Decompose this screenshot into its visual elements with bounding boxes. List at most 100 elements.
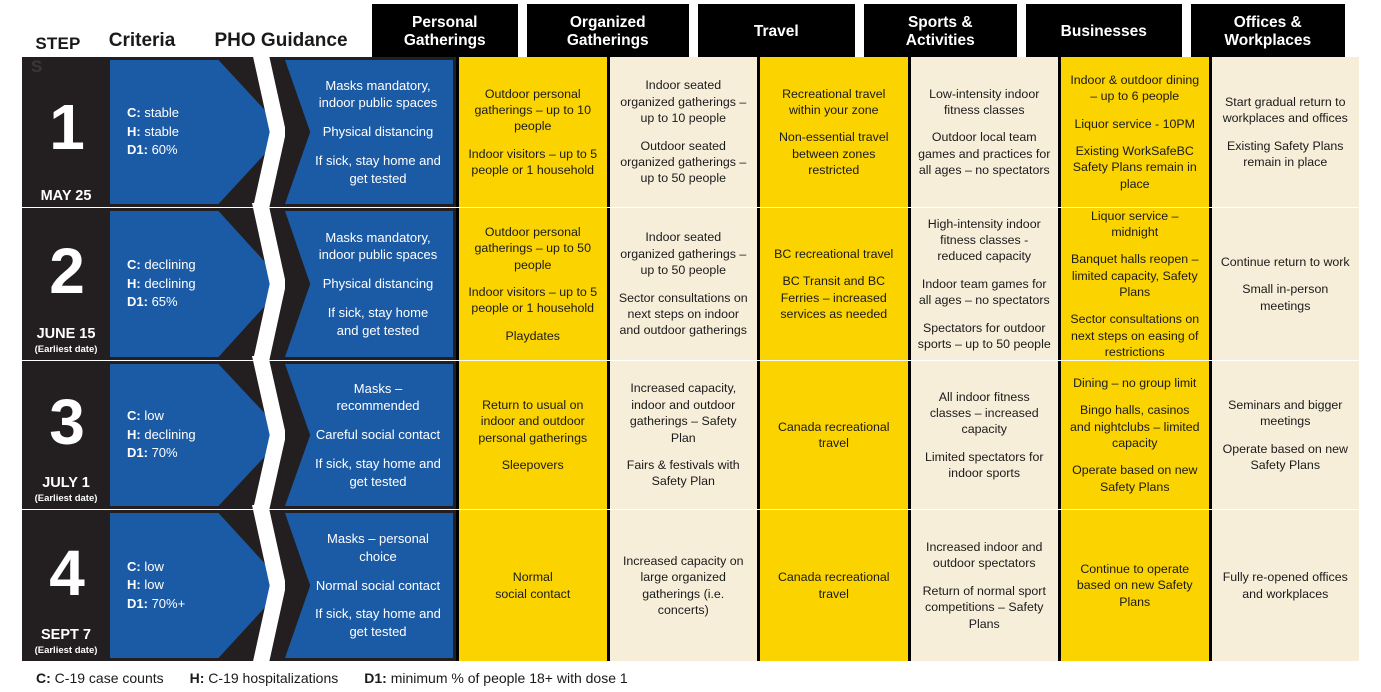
pho-guidance-line: Masks mandatory,indoor public spaces — [318, 229, 438, 263]
criteria-line: C: stable — [127, 105, 180, 121]
measure-cell-content: Indoor seated organized gatherings – up … — [617, 229, 751, 338]
measure-item: Fairs & festivals with Safety Plan — [626, 457, 740, 489]
step-number: 2 — [49, 235, 85, 308]
measure-cell-r3-c4[interactable]: Continue to operate based on new Safety … — [1058, 510, 1209, 661]
criteria-column-label: Criteria — [108, 30, 176, 51]
step-date: JULY 1 — [42, 474, 90, 491]
measure-cell-r3-c5[interactable]: Fully re-opened offices and workplaces — [1208, 510, 1359, 661]
category-header-label: Offices &Workplaces — [1224, 14, 1312, 49]
measure-cell-r3-c1[interactable]: Increased capacity on large organized ga… — [606, 510, 757, 661]
step-number: 3 — [49, 386, 85, 459]
measure-item: Return of normal sport competitions – Sa… — [922, 583, 1046, 631]
pho-guidance-line: Masks mandatory,indoor public spaces — [318, 77, 438, 111]
legend-key: C: — [36, 669, 51, 686]
measure-item: Seminars and bigger meetings — [1228, 397, 1343, 429]
measure-cell-content: Indoor seated organized gatherings – up … — [617, 77, 751, 186]
legend-text: minimum % of people 18+ with dose 1 — [390, 669, 628, 686]
measure-cell-content: BC recreational travel BC Transit and BC … — [767, 246, 901, 323]
measure-item: Sector consultations on next steps on ea… — [1070, 312, 1200, 360]
measure-cell-r0-c1[interactable]: Indoor seated organized gatherings – up … — [606, 57, 757, 207]
measure-cell-r0-c4[interactable]: Indoor & outdoor dining – up to 6 people… — [1058, 57, 1209, 207]
measure-item: Outdoor seated organized gatherings – up… — [620, 138, 747, 186]
measure-cell-r1-c2[interactable]: BC recreational travel BC Transit and BC … — [757, 208, 908, 360]
legend-item-1: H: C-19 hospitalizations — [190, 670, 339, 686]
category-header-2: Travel — [698, 4, 855, 60]
category-header-3: Sports &Activities — [863, 4, 1017, 60]
measure-item: Start gradual return to workplaces and o… — [1222, 94, 1348, 126]
legend-text: C-19 hospitalizations — [208, 669, 339, 686]
measure-item: Bingo halls, casinos and nightclubs – li… — [1070, 403, 1200, 450]
measure-cells-row-2: Outdoor personal gatherings – up to 50 p… — [456, 208, 1359, 360]
measure-item: BC recreational travel — [774, 246, 894, 261]
category-header-label: Businesses — [1060, 23, 1147, 40]
measure-item: Liquor service – midnight — [1091, 208, 1179, 239]
category-header-5: Offices &Workplaces — [1190, 4, 1345, 60]
pho-guidance-line: Physical distancing — [322, 276, 434, 292]
measure-item: Limited spectators for indoor sports — [925, 449, 1044, 481]
measure-cell-content: Outdoor personal gatherings – up to 50 p… — [466, 224, 600, 344]
measure-item: Canada recreational travel — [777, 419, 890, 450]
measure-item: Outdoor personal gatherings – up to 50 p… — [474, 224, 591, 272]
measure-cell-content: Return to usual on indoor and outdoor pe… — [466, 397, 600, 474]
measure-cell-r3-c2[interactable]: Canada recreational travel — [757, 510, 908, 661]
measure-cell-content: High-intensity indoor fitness classes - … — [918, 216, 1052, 353]
criteria-line: C: low — [127, 558, 164, 574]
measure-cell-r1-c3[interactable]: High-intensity indoor fitness classes - … — [907, 208, 1058, 360]
legend-key: D1: — [364, 669, 387, 686]
legend-text: C-19 case counts — [54, 669, 164, 686]
measure-cell-r0-c0[interactable]: Outdoor personal gatherings – up to 10 p… — [456, 57, 607, 207]
measure-cell-r2-c3[interactable]: All indoor fitness classes – increased c… — [907, 361, 1058, 509]
step-date-note: (Earliest date) — [34, 344, 98, 356]
measure-item: Indoor seated organized gatherings – up … — [620, 230, 747, 278]
step-artifact-glyph: S — [31, 57, 43, 76]
category-header-label: Travel — [753, 23, 799, 40]
measure-cell-r1-c0[interactable]: Outdoor personal gatherings – up to 50 p… — [456, 208, 607, 360]
criteria-line: H: declining — [127, 275, 196, 291]
measure-cell-r1-c1[interactable]: Indoor seated organized gatherings – up … — [606, 208, 757, 360]
measure-cell-r2-c2[interactable]: Canada recreational travel — [757, 361, 908, 509]
criteria-line: H: declining — [127, 426, 196, 442]
measure-cell-r2-c0[interactable]: Return to usual on indoor and outdoor pe… — [456, 361, 607, 509]
step-date: JUNE 15 — [36, 325, 96, 342]
legend-item-0: C: C-19 case counts — [36, 670, 164, 686]
measure-cell-r2-c1[interactable]: Increased capacity, indoor and outdoor g… — [606, 361, 757, 509]
measure-cell-content: Continue to operate based on new Safety … — [1068, 561, 1202, 610]
measure-item: BC Transit and BC Ferries – increased se… — [780, 274, 888, 321]
measure-item: Sleepovers — [501, 457, 564, 472]
category-header-4: Businesses — [1026, 4, 1182, 60]
measure-item: Sector consultations on next steps on in… — [618, 290, 748, 338]
measure-item: Outdoor local team games and practices f… — [918, 130, 1051, 178]
measure-cell-r0-c5[interactable]: Start gradual return to workplaces and o… — [1208, 57, 1359, 207]
step-date-note: (Earliest date) — [34, 645, 98, 657]
